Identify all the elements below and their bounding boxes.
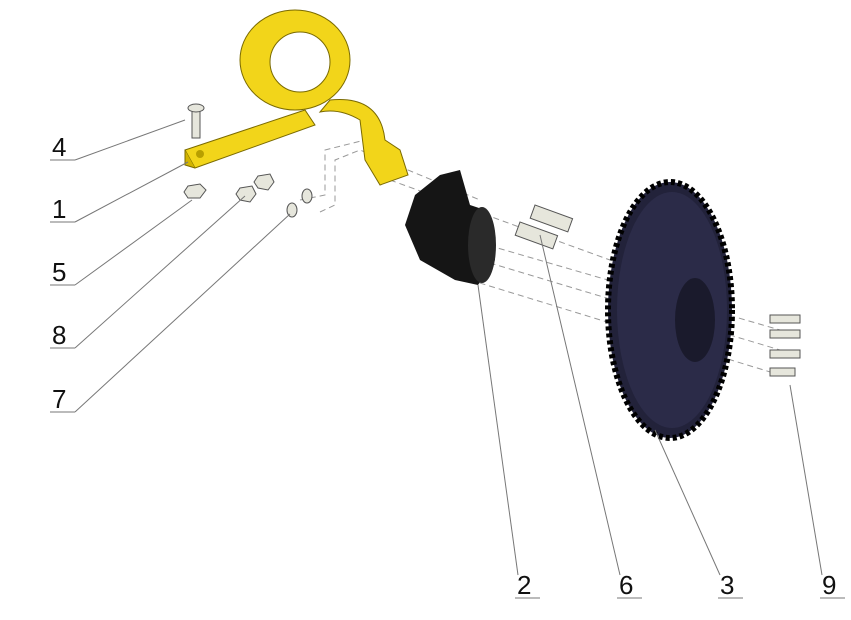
fasteners — [183, 103, 801, 377]
callout-7: 7 — [52, 384, 67, 414]
leader-lines — [50, 119, 845, 599]
callout-9: 9 — [822, 570, 837, 600]
callout-5: 5 — [52, 257, 67, 287]
callout-4: 4 — [52, 132, 67, 162]
callout-1: 1 — [52, 194, 67, 224]
callout-8: 8 — [52, 320, 67, 350]
callout-3: 3 — [720, 570, 735, 600]
spring-arm-part — [184, 9, 409, 186]
callout-6: 6 — [619, 570, 634, 600]
disc-blade-part — [605, 179, 735, 441]
callout-2: 2 — [517, 570, 532, 600]
hub-part — [405, 170, 496, 285]
